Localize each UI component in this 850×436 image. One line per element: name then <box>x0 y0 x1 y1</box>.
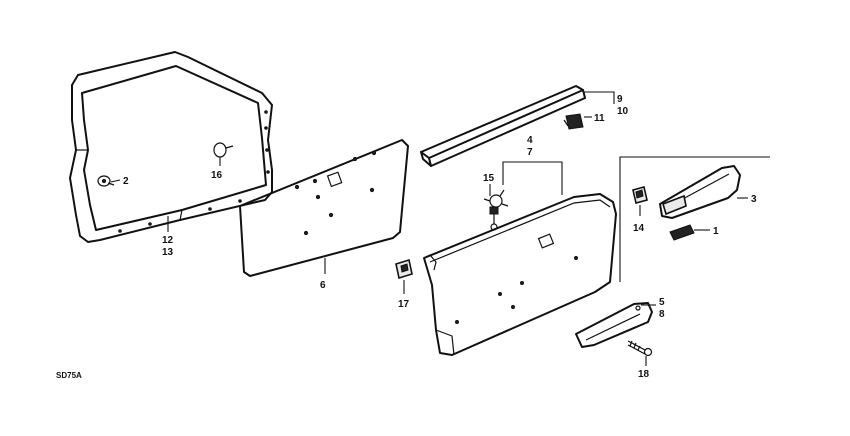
callout-17: 17 <box>398 299 410 310</box>
callout-2: 2 <box>123 176 129 187</box>
pull-handle-part-3 <box>659 165 741 219</box>
diagram-code: SD75A <box>56 371 82 380</box>
callout-1: 1 <box>713 226 719 237</box>
screw-part-18 <box>627 340 653 357</box>
leader-9-10 <box>584 91 615 104</box>
inset-frame <box>619 156 770 282</box>
callout-6: 6 <box>320 280 326 291</box>
leader-2 <box>110 179 121 183</box>
callout-3: 3 <box>751 194 757 205</box>
callout-10: 10 <box>617 106 629 117</box>
clip-part-16 <box>213 142 234 158</box>
clip-part-17 <box>395 258 413 280</box>
leader-4-7 <box>502 161 563 195</box>
callout-18: 18 <box>638 369 650 380</box>
callout-13: 13 <box>162 247 174 258</box>
callout-9: 9 <box>617 94 623 105</box>
callout-16: 16 <box>211 170 223 181</box>
callout-12: 12 <box>162 235 174 246</box>
callout-11: 11 <box>594 113 605 124</box>
armrest-pocket <box>575 302 653 348</box>
clip-part-14 <box>632 186 648 204</box>
fastener-part-15 <box>483 189 509 231</box>
door-plastic-cover-sheet <box>239 139 409 277</box>
callout-14: 14 <box>633 223 645 234</box>
callout-5: 5 <box>659 297 665 308</box>
seal-texture <box>118 110 270 233</box>
door-trim-panel <box>423 193 617 356</box>
clip-part-2 <box>97 175 115 187</box>
callout-15: 15 <box>483 173 495 184</box>
window-belt-moulding <box>420 85 586 167</box>
callout-8: 8 <box>659 309 665 320</box>
callout-4: 4 <box>527 135 533 146</box>
handle-cover-part-1 <box>669 224 695 241</box>
callout-7: 7 <box>527 147 533 158</box>
door-weatherstrip-seal <box>69 51 273 243</box>
moulding-clip-part-11 <box>563 113 584 130</box>
